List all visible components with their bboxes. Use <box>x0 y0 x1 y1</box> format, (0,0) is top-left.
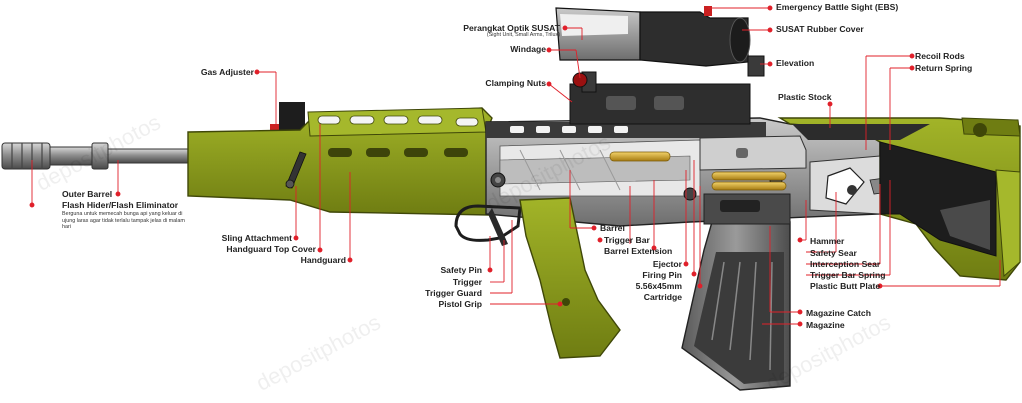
handguard <box>187 107 497 216</box>
ebs-marker <box>704 6 712 16</box>
label-plastic-butt-plate: Plastic Butt Plate <box>810 281 881 291</box>
label-outer-barrel: Outer Barrel <box>62 189 113 199</box>
label-hammer: Hammer <box>810 236 845 246</box>
label-susat-optic-sub: (Sight Unit, Small Arms, Trilux) <box>486 32 560 38</box>
label-firing-pin: Firing Pin <box>642 270 682 280</box>
label-safety-sear: Safety Sear <box>810 248 857 258</box>
label-handguard: Handguard <box>300 255 346 265</box>
susat-sight <box>555 6 765 125</box>
cartridge-chambered <box>609 151 671 162</box>
magazine <box>681 193 791 391</box>
gas-adjuster <box>279 102 305 130</box>
label-ejector: Ejector <box>652 259 682 269</box>
label-sling-attachment: Sling Attachment <box>221 233 292 243</box>
label-susat-optic: Perangkat Optik SUSAT <box>463 23 560 33</box>
label-pistol-grip: Pistol Grip <box>438 299 482 309</box>
gas-adjuster-marker <box>270 124 279 132</box>
label-gas-adjuster: Gas Adjuster <box>200 67 254 77</box>
label-magazine: Magazine <box>806 320 845 330</box>
label-clamping-nuts: Clamping Nuts <box>485 78 546 88</box>
cartridge-second <box>711 181 787 191</box>
cartridge-top <box>711 171 787 181</box>
label-flash-hider-note: Berguna untuk memecah bunga api yang kel… <box>62 211 185 230</box>
label-trigger-guard: Trigger Guard <box>425 288 482 298</box>
label-safety-pin: Safety Pin <box>440 265 482 275</box>
label-plastic-stock: Plastic Stock <box>778 92 832 102</box>
label-trigger-bar: Trigger Bar <box>604 235 650 245</box>
label-return-spring: Return Spring <box>915 63 973 73</box>
label-elevation: Elevation <box>776 58 815 68</box>
label-barrel: Barrel <box>600 223 625 233</box>
label-interception-sear: Interception Sear <box>810 259 881 269</box>
label-magazine-catch: Magazine Catch <box>806 308 871 318</box>
label-flash-hider: Flash Hider/Flash Eliminator <box>62 200 179 210</box>
label-cartridge-caliber: 5.56x45mm <box>635 281 682 291</box>
pistol-grip <box>454 197 621 359</box>
label-trigger: Trigger <box>452 277 482 287</box>
label-cartridge: Cartridge <box>643 292 682 302</box>
label-recoil-rods: Recoil Rods <box>915 51 965 61</box>
label-trigger-bar-spring: Trigger Bar Spring <box>810 270 886 280</box>
label-ebs: Emergency Battle Sight (EBS) <box>776 2 899 12</box>
outer-barrel <box>49 142 191 170</box>
label-handguard-top-cover: Handguard Top Cover <box>226 244 316 254</box>
label-barrel-extension: Barrel Extension <box>604 246 673 256</box>
label-windage: Windage <box>510 44 546 54</box>
label-susat-cover: SUSAT Rubber Cover <box>776 24 864 34</box>
